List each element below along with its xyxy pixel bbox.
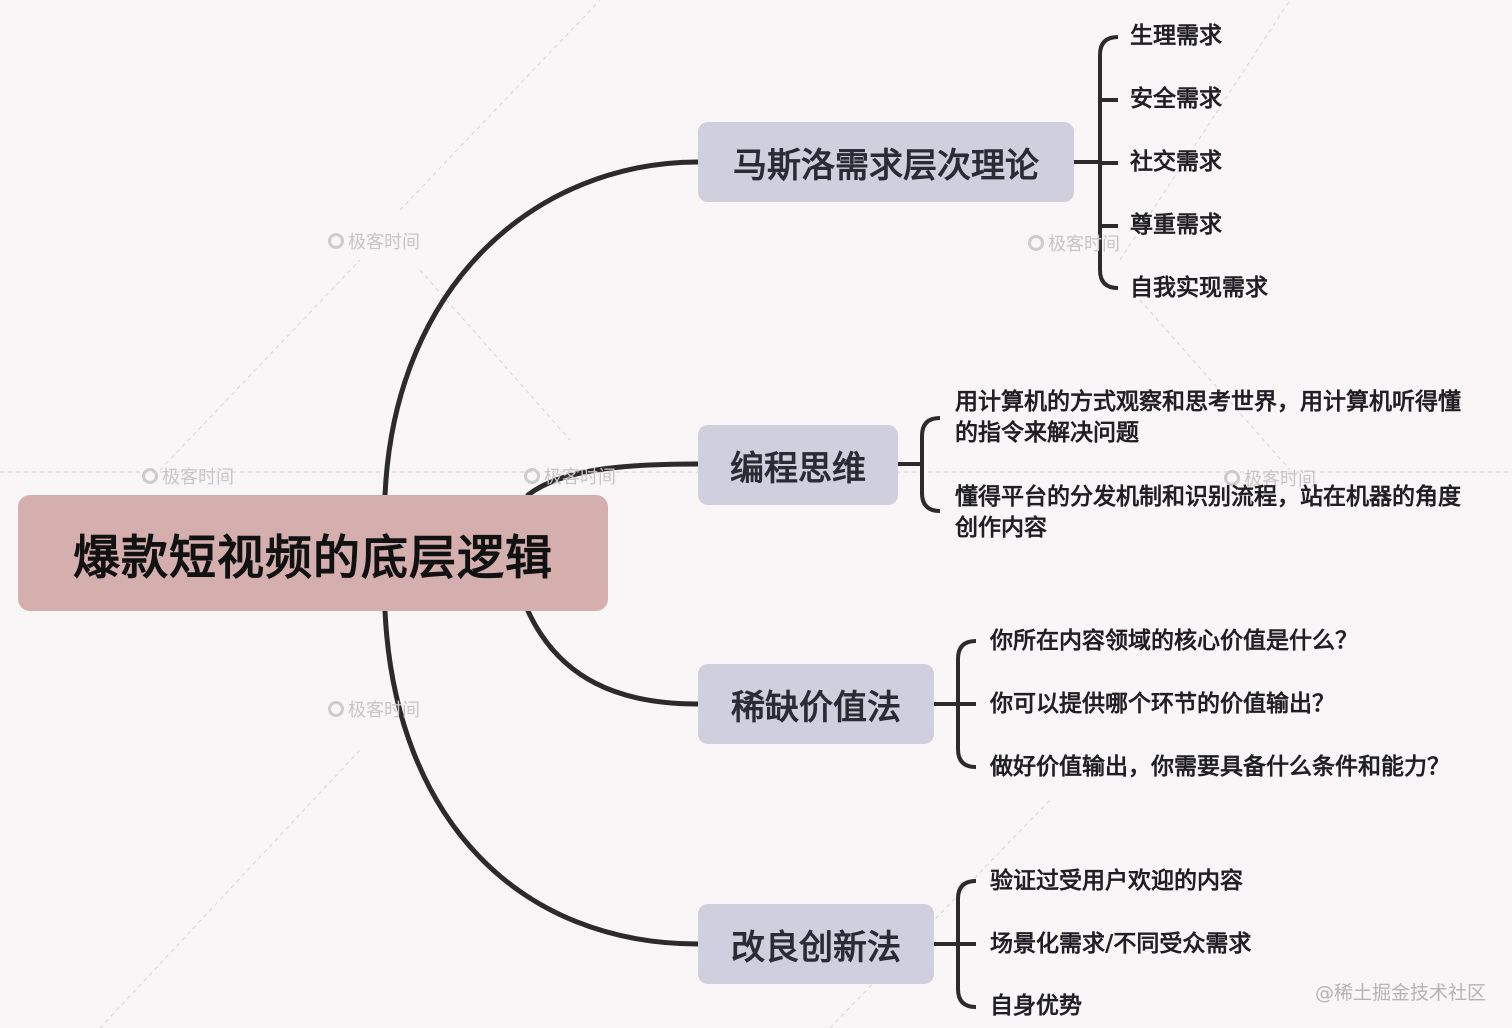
branch-label: 马斯洛需求层次理论 bbox=[733, 145, 1039, 186]
branch-label: 编程思维 bbox=[730, 448, 866, 489]
leaf-node[interactable]: 你所在内容领域的核心价值是什么？ bbox=[990, 628, 1358, 654]
leaf-node[interactable]: 用计算机的方式观察和思考世界，用计算机听得懂的指令来解决问题 bbox=[955, 389, 1461, 446]
source-credit: @稀土掘金技术社区 bbox=[1314, 982, 1486, 1004]
leaf-node[interactable]: 尊重需求 bbox=[1130, 212, 1222, 238]
branch-label: 稀缺价值法 bbox=[731, 687, 901, 728]
watermark-logo-icon bbox=[328, 233, 344, 249]
leaf-node[interactable]: 安全需求 bbox=[1130, 86, 1222, 112]
watermark-label: 极客时间 bbox=[1028, 230, 1120, 256]
branch-node-scarcity[interactable]: 稀缺价值法 bbox=[698, 664, 934, 744]
watermark-label: 极客时间 bbox=[328, 696, 420, 722]
watermark-label: 极客时间 bbox=[1224, 465, 1316, 491]
leaf-node[interactable]: 自身优势 bbox=[990, 993, 1082, 1019]
leaf-node[interactable]: 社交需求 bbox=[1130, 149, 1222, 175]
watermark-label: 极客时间 bbox=[142, 463, 234, 489]
branch-node-innovation[interactable]: 改良创新法 bbox=[698, 904, 934, 984]
leaf-node[interactable]: 你可以提供哪个环节的价值输出？ bbox=[990, 691, 1335, 717]
watermark-logo-icon bbox=[1224, 470, 1240, 486]
watermark-label: 极客时间 bbox=[328, 228, 420, 254]
branch-node-programming[interactable]: 编程思维 bbox=[698, 425, 898, 505]
watermark-logo-icon bbox=[142, 468, 158, 484]
root-node[interactable]: 爆款短视频的底层逻辑 bbox=[18, 495, 608, 611]
leaf-node[interactable]: 生理需求 bbox=[1130, 23, 1222, 49]
watermark-logo-icon bbox=[328, 701, 344, 717]
leaf-node[interactable]: 自我实现需求 bbox=[1130, 275, 1268, 301]
watermark-label: 极客时间 bbox=[524, 463, 616, 489]
branch-connectors bbox=[382, 159, 701, 947]
root-label: 爆款短视频的底层逻辑 bbox=[73, 530, 553, 586]
watermark-logo-icon bbox=[524, 468, 540, 484]
leaf-brackets bbox=[898, 35, 1119, 1009]
branch-label: 改良创新法 bbox=[731, 927, 901, 968]
leaf-node[interactable]: 做好价值输出，你需要具备什么条件和能力？ bbox=[990, 754, 1450, 780]
watermark-logo-icon bbox=[1028, 235, 1044, 251]
leaf-node[interactable]: 验证过受用户欢迎的内容 bbox=[990, 868, 1243, 894]
branch-node-maslow[interactable]: 马斯洛需求层次理论 bbox=[698, 122, 1074, 202]
leaf-node[interactable]: 懂得平台的分发机制和识别流程，站在机器的角度创作内容 bbox=[955, 484, 1461, 541]
leaf-node[interactable]: 场景化需求/不同受众需求 bbox=[990, 931, 1252, 957]
